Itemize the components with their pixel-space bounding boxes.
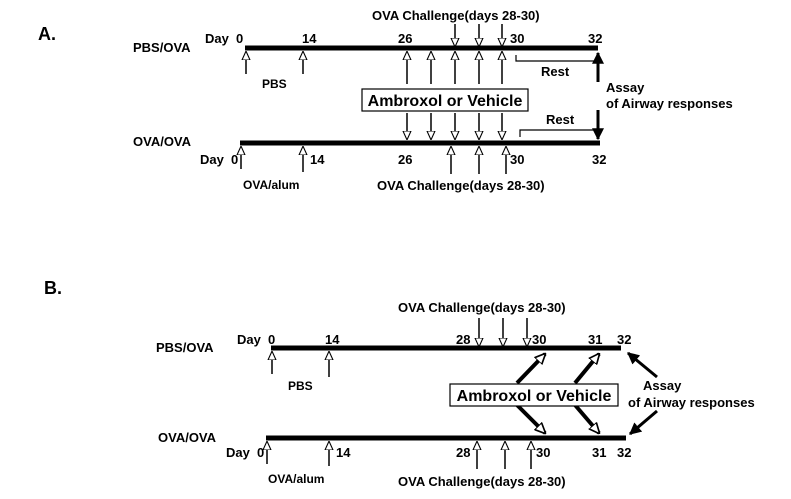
panel-b-treatment-box <box>449 383 619 407</box>
panel-a-bottom-day-prefix: Day <box>200 152 225 167</box>
panel-a-group-top: PBS/OVA <box>133 40 191 55</box>
panel-b: B. PBS/OVA Day 0 14 28 30 31 32 OVA Chal… <box>44 278 755 489</box>
panel-b-treatment-label: Ambroxol or Vehicle <box>457 388 612 405</box>
panel-a-treatment-box <box>361 88 529 112</box>
panel-a-rest-top-label: Rest <box>541 64 570 79</box>
panel-a-top-day-26: 26 <box>398 31 412 46</box>
panel-b-bottom-day-14: 14 <box>336 445 351 460</box>
panel-a-bottom-day-32: 32 <box>592 152 606 167</box>
panel-a-top-day-32: 32 <box>588 31 602 46</box>
panel-b-treatment-arrow-bottom-30 <box>515 403 545 433</box>
panel-b-bottom-day-30: 30 <box>536 445 550 460</box>
panel-a-bottom-day-30: 30 <box>510 152 524 167</box>
panel-b-bottom-day-32: 32 <box>617 445 631 460</box>
panel-b-top-day-30: 30 <box>532 332 546 347</box>
panel-b-top-challenge-label: OVA Challenge(days 28-30) <box>398 300 566 315</box>
panel-b-treatment-arrow-bottom-31 <box>573 403 599 433</box>
panel-a-top-day-30: 30 <box>510 31 524 46</box>
panel-a-rest-bottom-label: Rest <box>546 112 575 127</box>
panel-b-assay-line1: Assay <box>643 378 682 393</box>
panel-a-rest-top-bracket <box>515 55 598 62</box>
panel-b-top-day-14: 14 <box>325 332 340 347</box>
panel-a-bottom-challenge-label: OVA Challenge(days 28-30) <box>377 178 545 193</box>
panel-a: A. PBS/OVA Day 0 14 26 30 32 OVA Challen… <box>38 8 733 193</box>
panel-a-bottom-day-26: 26 <box>398 152 412 167</box>
panel-b-assay-line2: of Airway responses <box>628 395 755 410</box>
panel-b-group-top: PBS/OVA <box>156 340 214 355</box>
panel-b-bottom-day-0: 0 <box>257 445 264 460</box>
panel-a-assay-line2: of Airway responses <box>606 96 733 111</box>
panel-a-rest-bottom-bracket <box>519 129 598 137</box>
panel-b-sensitization-label: OVA/alum <box>268 472 324 486</box>
panel-b-treatment-arrow-top-31 <box>573 354 599 385</box>
panel-a-top-day-prefix: Day <box>205 31 230 46</box>
panel-a-top-challenge-label: OVA Challenge(days 28-30) <box>372 8 540 23</box>
panel-b-bottom-day-prefix: Day <box>226 445 251 460</box>
panel-a-group-bottom: OVA/OVA <box>133 134 192 149</box>
panel-a-top-day-0: 0 <box>236 31 243 46</box>
panel-a-pbs-label: PBS <box>262 77 287 91</box>
panel-b-bottom-day-31: 31 <box>592 445 606 460</box>
panel-b-pbs-label: PBS <box>288 379 313 393</box>
panel-a-assay-line1: Assay <box>606 80 645 95</box>
panel-b-top-day-prefix: Day <box>237 332 262 347</box>
panel-b-top-day-28: 28 <box>456 332 470 347</box>
panel-b-bottom-challenge-label: OVA Challenge(days 28-30) <box>398 474 566 489</box>
panel-a-treatment-label: Ambroxol or Vehicle <box>368 93 523 110</box>
panel-b-top-day-0: 0 <box>268 332 275 347</box>
panel-b-bottom-day-28: 28 <box>456 445 470 460</box>
panel-a-label: A. <box>38 24 56 44</box>
panel-a-sensitization-label: OVA/alum <box>243 178 299 192</box>
panel-b-assay-arrow-down <box>629 409 658 436</box>
panel-a-top-day-14: 14 <box>302 31 317 46</box>
panel-b-treatment-arrow-top-30 <box>515 354 545 385</box>
panel-a-bottom-day-14: 14 <box>310 152 325 167</box>
panel-b-top-day-31: 31 <box>588 332 602 347</box>
panel-b-label: B. <box>44 278 62 298</box>
panel-a-bottom-day-0: 0 <box>231 152 238 167</box>
panel-b-top-day-32: 32 <box>617 332 631 347</box>
panel-b-assay-arrow-up <box>627 351 658 379</box>
panel-b-group-bottom: OVA/OVA <box>158 430 217 445</box>
